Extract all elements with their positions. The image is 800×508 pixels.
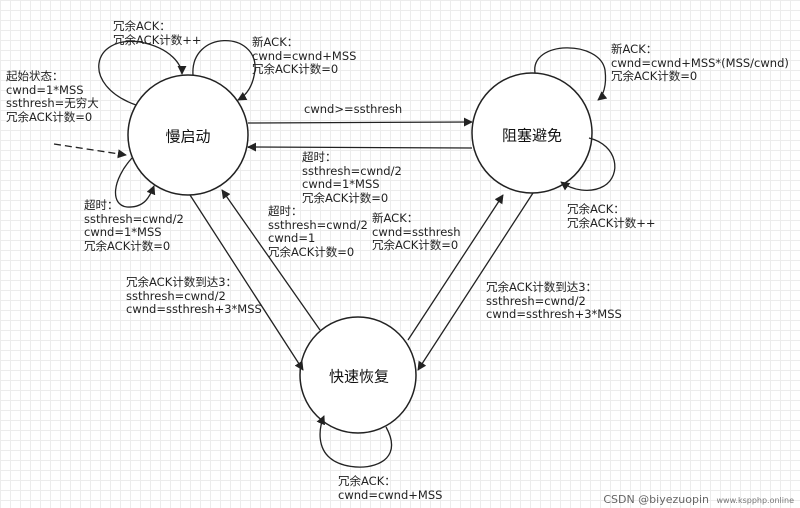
label-line: 冗余ACK： bbox=[113, 19, 171, 33]
label-line: 冗余ACK： bbox=[338, 474, 396, 488]
label-line: 冗余ACK计数到达3： bbox=[486, 280, 598, 294]
ca-new-ack-loop bbox=[534, 47, 608, 101]
label-line: 新ACK： bbox=[252, 35, 299, 49]
ss-dup-ack-loop bbox=[98, 40, 187, 106]
watermark-site: www.kspphp.online bbox=[716, 496, 795, 505]
state-congestion-avoidance: 阻塞避免 bbox=[501, 126, 563, 145]
label-line: ssthresh=cwnd/2 bbox=[268, 217, 368, 232]
label-line: 超时： bbox=[84, 198, 119, 212]
label-line: 冗余ACK计数到达3： bbox=[126, 275, 238, 289]
state-circle-fast-recovery bbox=[299, 316, 417, 434]
watermark: CSDN @biyezuopin www.kspphp.online bbox=[603, 493, 794, 506]
initial-arrow bbox=[53, 143, 127, 159]
label-ca-new-ack: 新ACK：cwnd=cwnd+MSS*(MSS/cwnd)冗余ACK计数=0 bbox=[611, 42, 789, 84]
label-line: 冗余ACK计数=0 bbox=[611, 69, 698, 83]
label-ca-dup-ack: 冗余ACK：冗余ACK计数++ bbox=[567, 202, 656, 230]
label-fr-dup-ack: 冗余ACK：cwnd=cwnd+MSS bbox=[338, 474, 443, 502]
label-line: 冗余ACK计数=0 bbox=[302, 190, 389, 205]
label-line: cwnd=ssthresh+3*MSS bbox=[486, 307, 622, 321]
state-circle-congestion-avoidance bbox=[471, 72, 593, 194]
label-line: cwnd=ssthresh bbox=[372, 224, 461, 239]
label-line: cwnd=1 bbox=[268, 231, 316, 245]
label-line: cwnd=ssthresh+3*MSS bbox=[126, 302, 262, 316]
ca-to-fr-arrow bbox=[417, 192, 534, 371]
label-line: 冗余ACK计数=0 bbox=[268, 244, 355, 259]
label-line: cwnd=1*MSS bbox=[302, 177, 380, 191]
label-line: 冗余ACK计数=0 bbox=[84, 238, 171, 253]
label-line: cwnd=1*MSS bbox=[6, 82, 84, 97]
label-line: 冗余ACK计数=0 bbox=[6, 109, 93, 124]
label-ss-to-ca: cwnd>=ssthresh bbox=[304, 102, 403, 117]
fr-dup-ack-loop bbox=[316, 415, 393, 468]
ca-to-ss-arrow bbox=[247, 142, 473, 152]
label-line: ssthresh=无穷大 bbox=[6, 96, 99, 110]
label-line: 新ACK： bbox=[372, 211, 419, 225]
label-line: 冗余ACK： bbox=[567, 202, 625, 216]
ss-new-ack-loop bbox=[192, 40, 256, 101]
ss-to-fr-arrow bbox=[189, 194, 304, 371]
label-line: cwnd=cwnd+MSS*(MSS/cwnd) bbox=[611, 55, 789, 70]
label-line: cwnd=1*MSS bbox=[84, 225, 162, 239]
fr-to-ss-arrow bbox=[221, 189, 321, 331]
label-line: 冗余ACK计数=0 bbox=[252, 62, 339, 76]
ss-to-ca-arrow bbox=[247, 117, 473, 127]
watermark-main: CSDN @biyezuopin bbox=[603, 493, 709, 506]
label-line: cwnd>=ssthresh bbox=[304, 102, 403, 116]
state-circle-slow-start bbox=[127, 74, 249, 196]
label-line: 冗余ACK计数++ bbox=[113, 32, 202, 47]
label-line: 新ACK： bbox=[611, 42, 658, 56]
ca-dup-ack-loop bbox=[560, 137, 616, 192]
label-line: cwnd=cwnd+MSS bbox=[252, 48, 357, 63]
fr-to-ca-arrow bbox=[407, 194, 504, 341]
state-slow-start: 慢启动 bbox=[165, 127, 211, 146]
label-line: 超时： bbox=[302, 150, 337, 164]
label-line: 冗余ACK计数++ bbox=[567, 215, 656, 230]
label-line: ssthresh=cwnd/2 bbox=[84, 211, 184, 226]
label-line: ssthresh=cwnd/2 bbox=[302, 163, 402, 178]
state-fast-recovery: 快速恢复 bbox=[328, 367, 390, 386]
ss-timeout-loop bbox=[114, 157, 156, 208]
label-line: 冗余ACK计数=0 bbox=[372, 238, 459, 252]
label-line: cwnd=cwnd+MSS bbox=[338, 487, 443, 502]
label-line: 超时： bbox=[268, 204, 303, 218]
label-ss-dup-ack: 冗余ACK：冗余ACK计数++ bbox=[113, 19, 202, 47]
label-line: ssthresh=cwnd/2 bbox=[126, 288, 226, 303]
label-line: 起始状态： bbox=[6, 69, 64, 83]
label-line: ssthresh=cwnd/2 bbox=[486, 293, 586, 308]
